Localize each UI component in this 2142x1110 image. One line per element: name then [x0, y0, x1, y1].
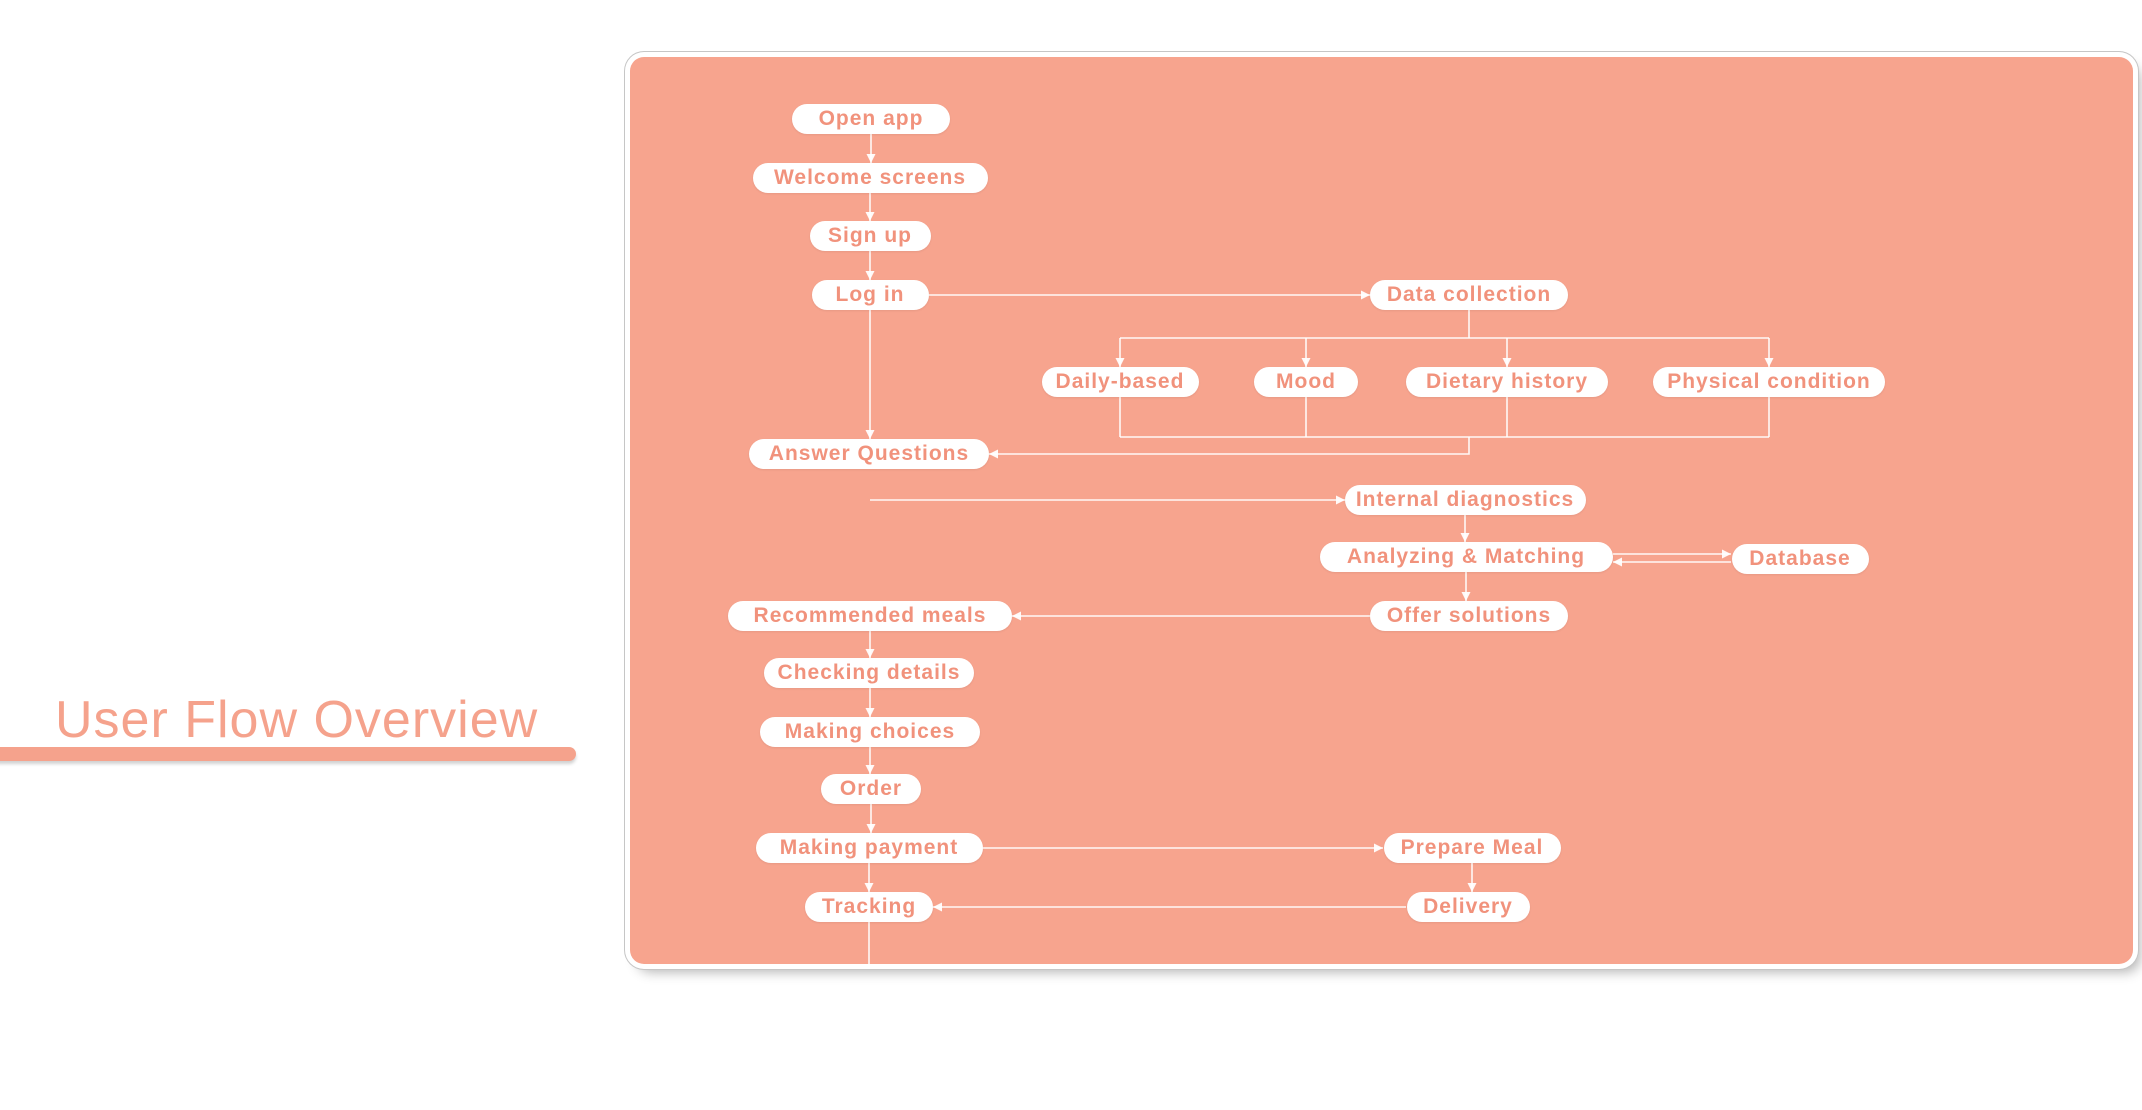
node-answer-questions[interactable]: Answer Questions — [749, 439, 989, 469]
flow-connectors — [864, 134, 1774, 964]
node-label: Checking details — [777, 661, 961, 684]
title-underline — [0, 747, 576, 761]
connector-arrowhead — [1361, 290, 1370, 300]
node-making-payment[interactable]: Making payment — [755, 833, 983, 863]
node-label: Sign up — [828, 224, 912, 247]
connector-arrowhead — [1460, 533, 1470, 542]
node-daily-based[interactable]: Daily-based — [1041, 367, 1199, 397]
node-label: Making payment — [779, 836, 959, 859]
node-label: Welcome screens — [773, 166, 967, 189]
page-title: User Flow Overview — [55, 691, 539, 749]
connector-arrowhead — [1115, 358, 1125, 367]
node-label: Answer Questions — [768, 442, 970, 465]
node-physical-condition[interactable]: Physical condition — [1653, 367, 1885, 397]
node-data-collection[interactable]: Data collection — [1370, 280, 1568, 310]
node-dietary-history[interactable]: Dietary history — [1406, 367, 1608, 397]
connector-arrowhead — [1012, 611, 1021, 621]
node-delivery[interactable]: Delivery — [1406, 892, 1530, 922]
node-label: Order — [839, 777, 903, 800]
connector-arrowhead — [989, 449, 998, 459]
node-label: Open app — [818, 107, 924, 130]
node-label: Internal diagnostics — [1355, 488, 1575, 511]
node-welcome-screens[interactable]: Welcome screens — [752, 163, 988, 193]
connector-arrowhead — [865, 649, 875, 658]
connector-arrowhead — [866, 824, 876, 833]
node-label: Prepare Meal — [1400, 836, 1544, 859]
node-order[interactable]: Order — [821, 774, 921, 804]
node-label: Offer solutions — [1386, 604, 1552, 627]
node-label: Mood — [1276, 370, 1336, 393]
node-label: Recommended meals — [753, 604, 987, 627]
connector-arrowhead — [1301, 358, 1311, 367]
connector-arrowhead — [1502, 358, 1512, 367]
node-prepare-meal[interactable]: Prepare Meal — [1383, 833, 1561, 863]
node-label: Dietary history — [1425, 370, 1589, 393]
node-label: Data collection — [1386, 283, 1552, 306]
connector-line — [989, 437, 1470, 455]
connector-arrowhead — [1336, 495, 1345, 505]
connector-arrowhead — [1467, 883, 1477, 892]
node-tracking[interactable]: Tracking — [805, 892, 933, 922]
node-label: Tracking — [821, 895, 917, 918]
node-internal-diagnostics[interactable]: Internal diagnostics — [1344, 485, 1586, 515]
connector-arrowhead — [865, 430, 875, 439]
connector-arrowhead — [865, 271, 875, 280]
node-log-in[interactable]: Log in — [811, 280, 929, 310]
node-offer-solutions[interactable]: Offer solutions — [1370, 601, 1568, 631]
node-database[interactable]: Database — [1731, 544, 1869, 574]
node-label: Delivery — [1423, 895, 1513, 918]
node-analyzing-matching[interactable]: Analyzing & Matching — [1319, 542, 1613, 572]
connector-arrowhead — [865, 765, 875, 774]
node-making-choices[interactable]: Making choices — [760, 717, 980, 747]
connector-arrowhead — [866, 154, 876, 163]
title-block: User Flow Overview — [0, 0, 600, 900]
connector-arrowhead — [865, 212, 875, 221]
connector-arrowhead — [864, 883, 874, 892]
connector-arrowhead — [933, 902, 942, 912]
node-label: Log in — [835, 283, 905, 306]
node-mood[interactable]: Mood — [1254, 367, 1358, 397]
node-label: Making choices — [784, 720, 956, 743]
node-label: Database — [1749, 547, 1851, 570]
connector-arrowhead — [1613, 557, 1622, 567]
node-recommended-meals[interactable]: Recommended meals — [728, 601, 1012, 631]
connector-arrowhead — [1374, 843, 1383, 853]
connector-arrowhead — [1722, 549, 1731, 559]
node-open-app[interactable]: Open app — [792, 104, 950, 134]
node-label: Daily-based — [1055, 370, 1185, 393]
connector-arrowhead — [865, 708, 875, 717]
node-label: Analyzing & Matching — [1346, 545, 1586, 568]
node-sign-up[interactable]: Sign up — [809, 221, 931, 251]
connector-arrowhead — [1461, 592, 1471, 601]
node-label: Physical condition — [1667, 370, 1871, 393]
node-checking-details[interactable]: Checking details — [764, 658, 974, 688]
connector-arrowhead — [1764, 358, 1774, 367]
